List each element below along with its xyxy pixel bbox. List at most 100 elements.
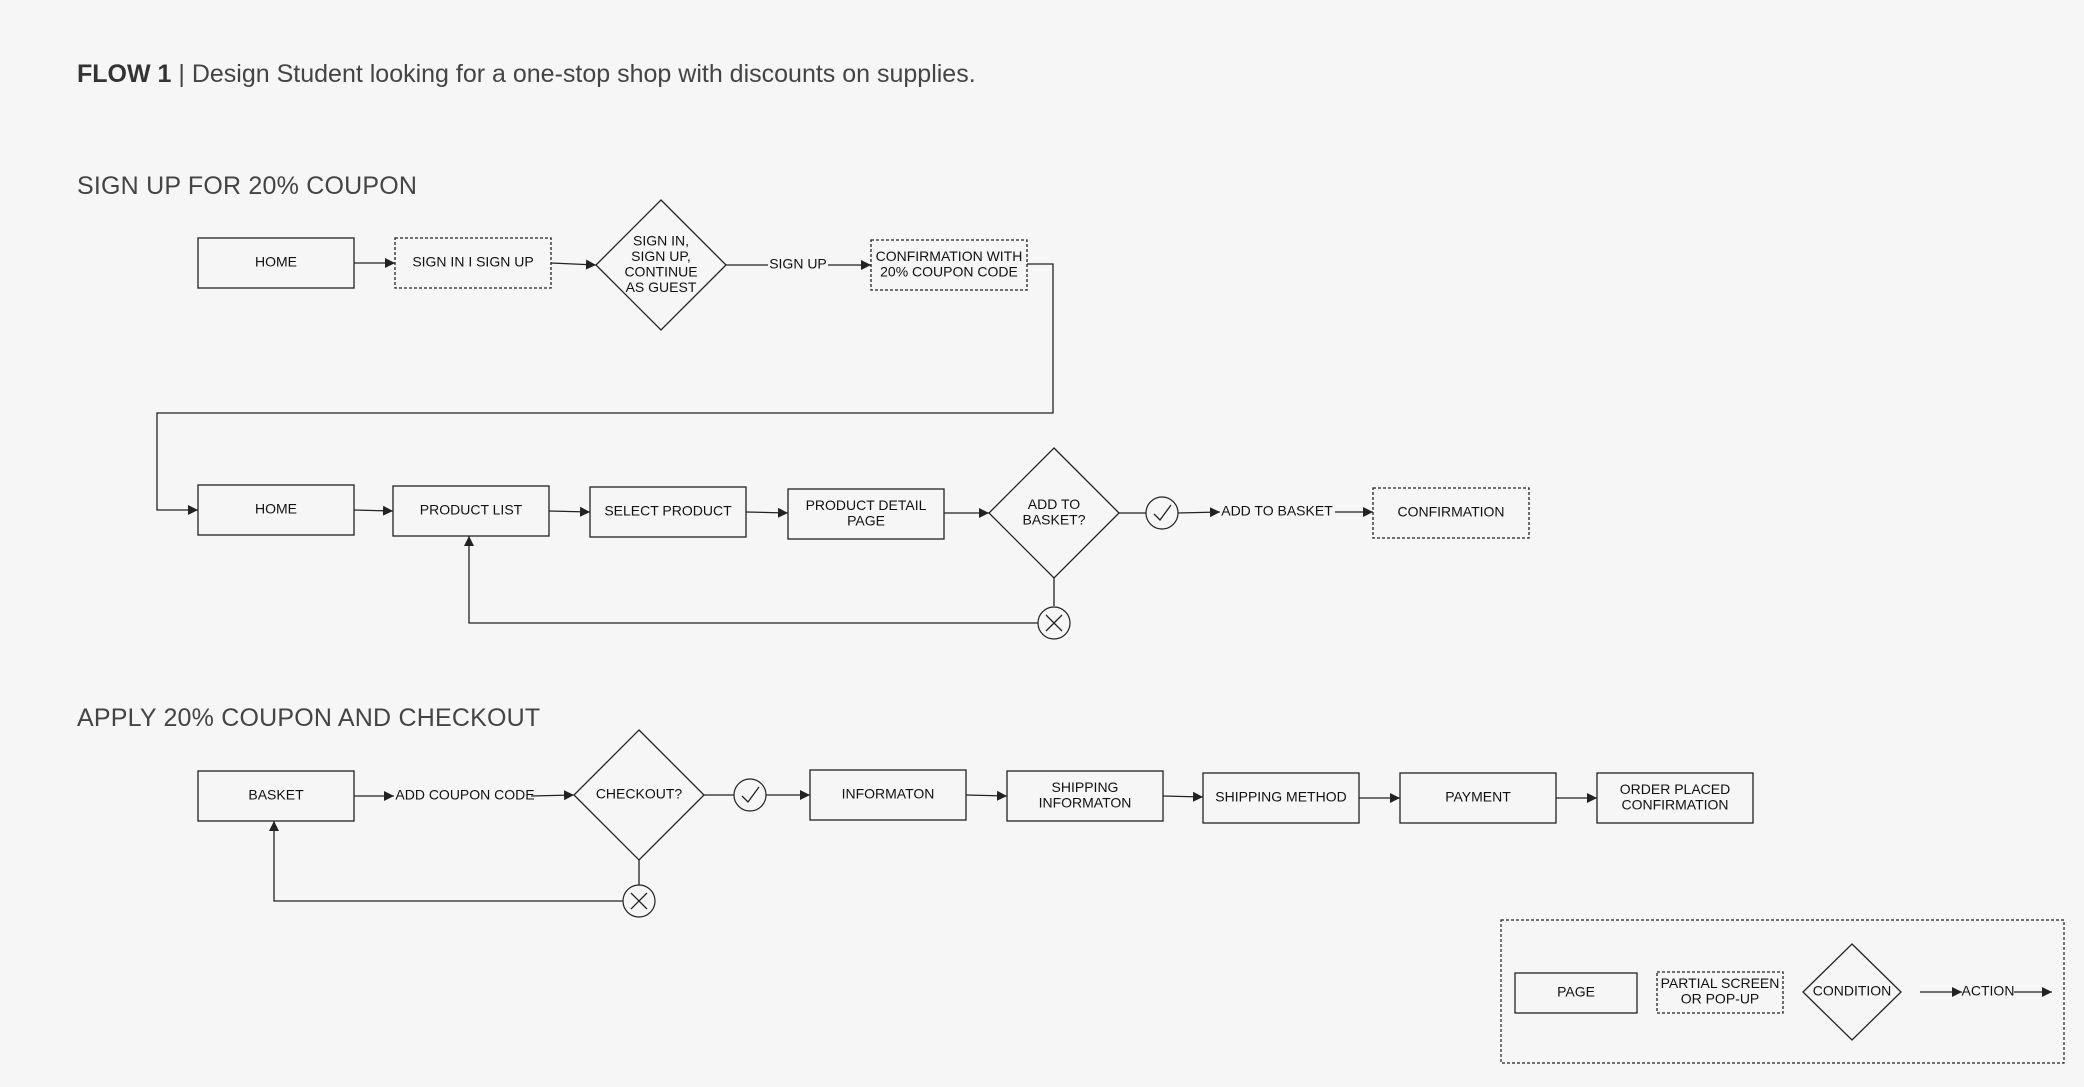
edge-confirmation-to-home <box>156 263 1054 515</box>
section-title-checkout: APPLY 20% COUPON AND CHECKOUT <box>77 704 541 732</box>
edge-home-to-product-list <box>353 505 394 516</box>
confirmation-label: CONFIRMATION <box>1397 504 1504 520</box>
confirm-coupon-label: 20% COUPON CODE <box>880 263 1018 279</box>
legend-frame <box>1500 919 2065 1064</box>
node-confirmation: CONFIRMATION <box>1372 487 1530 539</box>
node-act-coupon: ADD COUPON CODE <box>395 787 534 803</box>
edge-yes-to-add-basket <box>1177 507 1221 518</box>
page-box-home2 <box>197 484 355 536</box>
condition-diamond-cond-signin <box>595 199 727 331</box>
flow-label: FLOW 1 <box>77 60 172 88</box>
edge-no-to-basket <box>269 821 623 902</box>
order-placed-label: CONFIRMATION <box>1621 796 1728 812</box>
page-box-shipping-method <box>1202 772 1360 824</box>
edge-select-to-detail <box>745 507 789 518</box>
cond-signin-label: AS GUEST <box>626 279 697 295</box>
popup-box-confirmation <box>1372 487 1530 539</box>
node-act-add-basket: ADD TO BASKET <box>1221 503 1333 519</box>
checkout-no-cross-icon <box>622 884 656 918</box>
legend-partial-box <box>1656 971 1784 1014</box>
node-cond-checkout: CHECKOUT? <box>573 729 705 861</box>
page-box-home1 <box>197 237 355 289</box>
action-act-add-basket: ADD TO BASKET <box>1221 503 1333 519</box>
condition-diamond-cond-checkout <box>573 729 705 861</box>
edge-add-coupon-to-checkout <box>530 790 575 801</box>
cond-basket-label: ADD TO <box>1028 496 1080 512</box>
connectors <box>156 258 1597 902</box>
popup-box-confirm-coupon <box>870 239 1028 291</box>
legend-condition: CONDITION <box>1802 943 1902 1041</box>
legend-page-label: PAGE <box>1557 984 1595 1000</box>
no-cross-icon <box>1037 606 1071 640</box>
cond-signin-label: SIGN UP, <box>631 248 691 264</box>
edge-product-list-to-select <box>548 506 591 517</box>
action-act-coupon: ADD COUPON CODE <box>395 787 534 803</box>
popup-box-signin <box>394 237 552 289</box>
condition-diamond-cond-basket <box>988 447 1120 579</box>
order-placed-label: ORDER PLACED <box>1620 781 1730 797</box>
action-act-signup: SIGN UP <box>769 256 827 272</box>
legend-action-label: ACTION <box>1962 983 2015 999</box>
edge-shipping-to-method <box>1162 791 1204 802</box>
node-basket: BASKET <box>197 770 355 822</box>
node-product-list: PRODUCT LIST <box>392 485 550 537</box>
cond-signin-label: CONTINUE <box>624 263 697 279</box>
product-detail-label: PAGE <box>847 512 885 528</box>
legend-page: PAGE <box>1514 972 1638 1014</box>
confirm-coupon-label: CONFIRMATION WITH <box>876 248 1023 264</box>
legend-condition-label: CONDITION <box>1813 983 1892 999</box>
shipping-method-label: SHIPPING METHOD <box>1215 789 1346 805</box>
home2-label: HOME <box>255 501 297 517</box>
flow-description: Design Student looking for a one-stop sh… <box>191 60 976 88</box>
node-act-signup: SIGN UP <box>769 256 827 272</box>
flow-title: FLOW 1 | Design Student looking for a on… <box>77 60 976 89</box>
page-box-payment <box>1399 772 1557 824</box>
page-box-order-placed <box>1596 772 1754 824</box>
signin-label: SIGN IN I SIGN UP <box>412 254 533 270</box>
edge-signin-to-condition <box>550 259 597 270</box>
legend-condition-diamond <box>1802 943 1902 1041</box>
page-box-select-product <box>589 486 747 538</box>
node-shipping-method: SHIPPING METHOD <box>1202 772 1360 824</box>
legend-action: ACTION <box>1920 983 2052 999</box>
page-box-information <box>809 769 967 821</box>
legend-partial-label: PARTIAL SCREEN <box>1661 975 1780 991</box>
cond-basket-label: BASKET? <box>1022 511 1085 527</box>
home1-label: HOME <box>255 254 297 270</box>
page-box-basket <box>197 770 355 822</box>
select-product-label: SELECT PRODUCT <box>604 503 732 519</box>
legend-page-box <box>1514 972 1638 1014</box>
yes-check-icon <box>1145 496 1179 530</box>
information-label: INFORMATON <box>842 786 935 802</box>
node-home1: HOME <box>197 237 355 289</box>
basket-label: BASKET <box>248 787 304 803</box>
node-home2: HOME <box>197 484 355 536</box>
cond-signin-label: SIGN IN, <box>633 232 689 248</box>
node-information: INFORMATON <box>809 769 967 821</box>
flow-separator: | <box>178 60 185 88</box>
edge-no-to-product-list <box>464 536 1038 624</box>
shipping-info-label: INFORMATON <box>1039 794 1132 810</box>
payment-label: PAYMENT <box>1445 789 1511 805</box>
page-box-product-detail <box>787 488 945 540</box>
shipping-info-label: SHIPPING <box>1052 779 1119 795</box>
cond-checkout-label: CHECKOUT? <box>596 786 683 802</box>
node-select-product: SELECT PRODUCT <box>589 486 747 538</box>
product-list-label: PRODUCT LIST <box>420 502 523 518</box>
product-detail-label: PRODUCT DETAIL <box>806 497 927 513</box>
page-box-shipping-info <box>1006 770 1164 822</box>
page-box-product-list <box>392 485 550 537</box>
node-payment: PAYMENT <box>1399 772 1557 824</box>
node-signin: SIGN IN I SIGN UP <box>394 237 552 289</box>
legend-partial-label: OR POP-UP <box>1681 990 1760 1006</box>
